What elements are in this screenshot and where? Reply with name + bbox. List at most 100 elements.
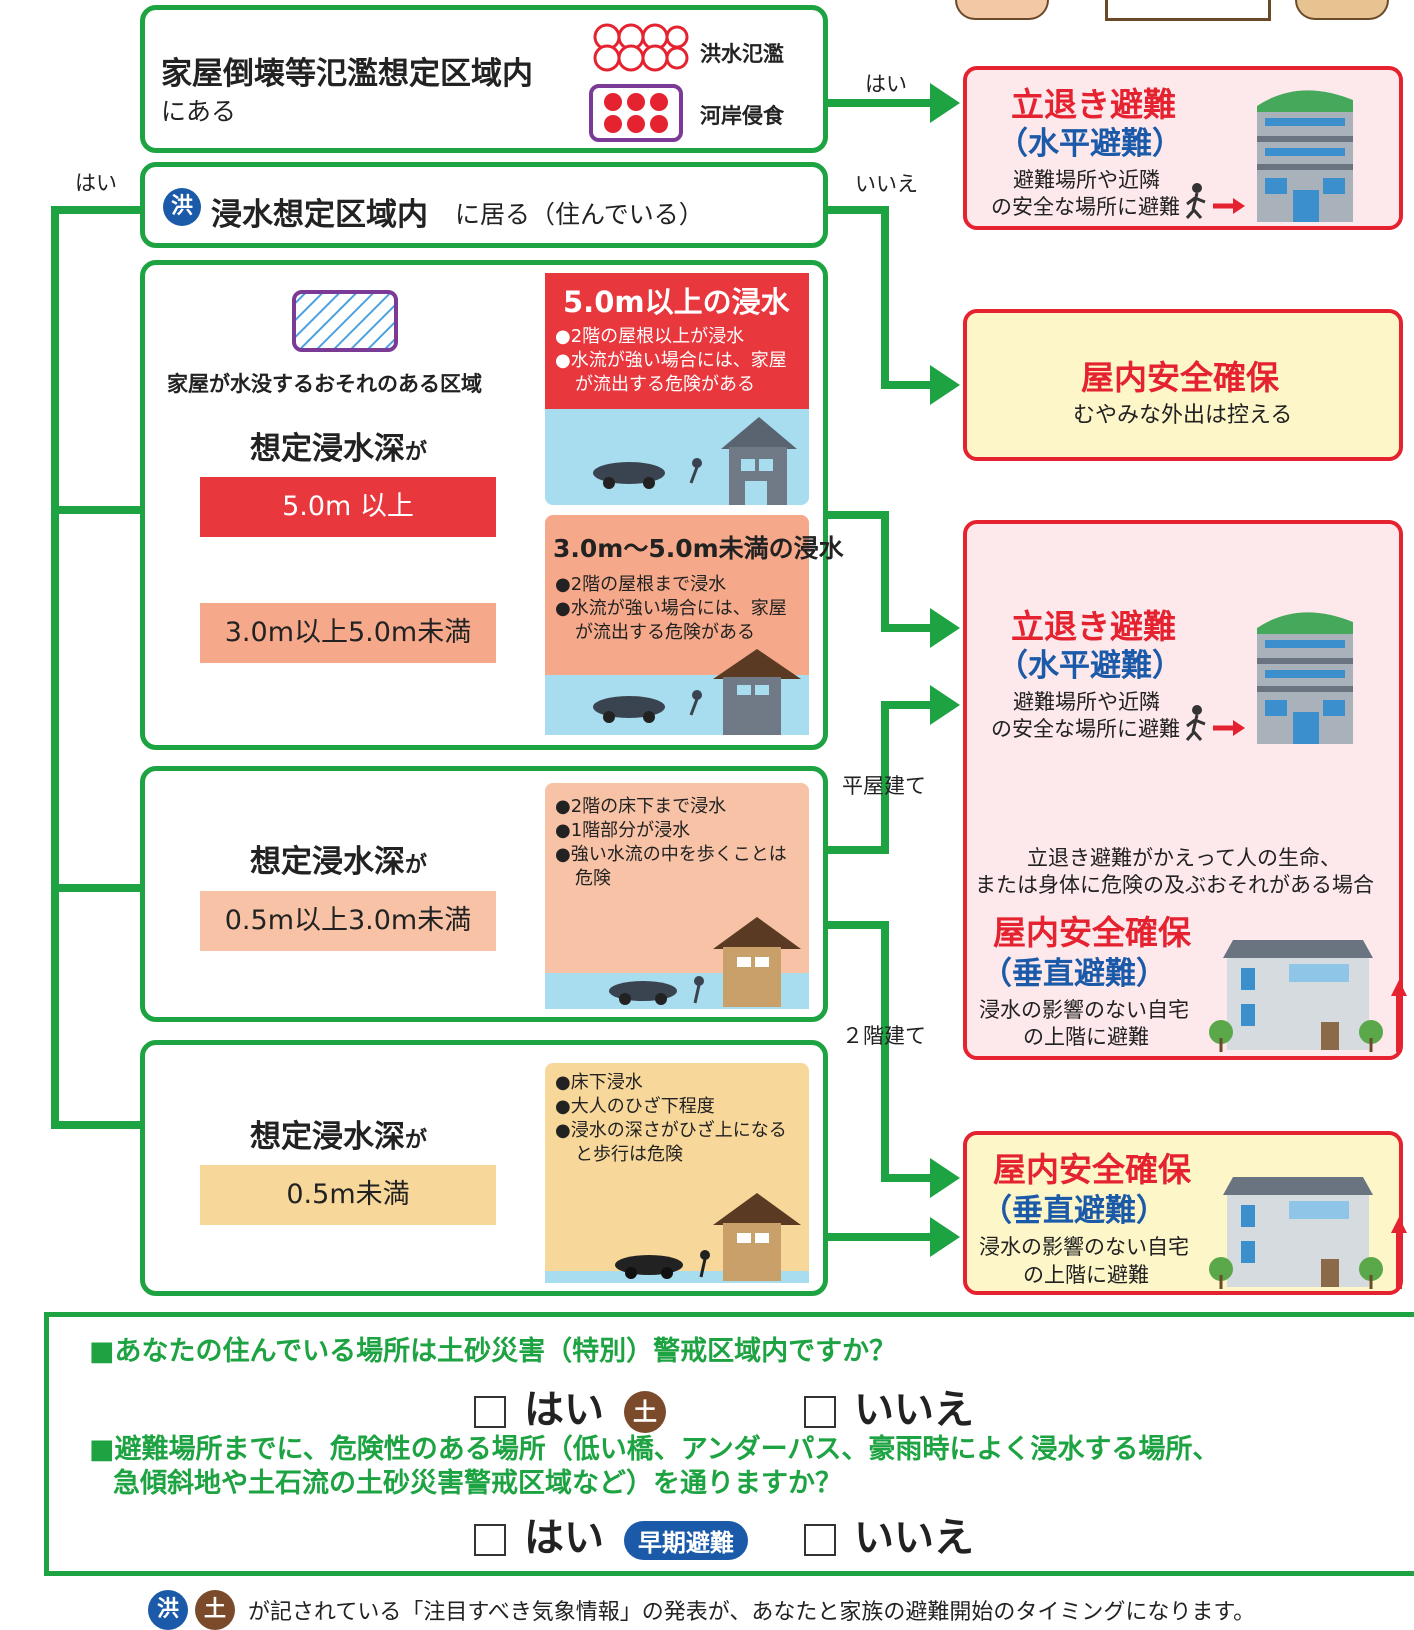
panel-3to5m-title: 3.0m～5.0m未満の浸水 [553,534,844,563]
panel-mid-bullet-3: ●強い水流の中を歩くことは [555,844,787,865]
question-2-line-2: 急傾斜地や土石流の土砂災害警戒区域など）を通りますか？ [113,1468,842,1499]
q1-yes-checkbox[interactable] [474,1396,506,1428]
panel-mid-bullet-1: ●2階の床下まで浸水 [555,796,727,817]
result-title: 立退き避難 [1011,85,1176,124]
hatched-zone-caption: 家屋が水没するおそれのある区域 [167,372,482,396]
legend-bank-erosion: 河岸侵食 [700,104,784,128]
result-subtitle-2: （垂直避難） [981,956,1167,992]
result-desc-2: の上階に避難 [1023,1263,1149,1287]
panel-low-bullet-2: ●大人のひざ下程度 [555,1096,715,1117]
panel-3to5m: 3.0m～5.0m未満の浸水 ●2階の屋根まで浸水 ●水流が強い場合には、家屋 … [545,515,844,735]
panel-low-bullet-1: ●床下浸水 [555,1072,643,1093]
deep-inundation-box: 家屋が水没するおそれのある区域 想定浸水深が 5.0m 以上 3.0m以上5.0… [140,260,844,750]
panel-3to5m-bullet-1: ●2階の屋根まで浸水 [555,574,727,595]
result-desc: むやみな外出は控える [1073,403,1293,428]
panel-low-bullet-4: と歩行は危険 [575,1144,683,1165]
panel-5m-bullet-3: が流出する危険がある [575,374,755,395]
mid-inundation-box: 想定浸水深が 0.5m以上3.0m未満 ●2階の床下まで浸水 ●1階部分が浸水 … [140,766,828,1022]
result-subtitle: （水平避難） [997,648,1183,684]
top-illustration [955,0,1389,21]
result-evacuate-horizontal-2: 立退き避難 （水平避難） 避難場所や近隣 の安全な場所に避難 立退き避難がかえっ… [963,520,1407,1060]
result-desc-2: の安全な場所に避難 [991,195,1180,219]
collapse-zone-subtitle: にある [161,97,237,126]
label-single-story: 平屋建て [842,774,926,798]
depth-bar-3to5m: 3.0m以上5.0m未満 [200,603,496,663]
panel-under-0.5m: ●床下浸水 ●大人のひざ下程度 ●浸水の深さがひざ上になる と歩行は危険 [545,1063,809,1283]
label-yes-left: はい [75,171,117,195]
panel-3to5m-bullet-3: が流出する危険がある [575,622,755,643]
legend-flood-overflow: 洪水氾濫 [700,42,784,66]
result-desc-3: 浸水の影響のない自宅 [979,998,1189,1022]
hatched-zone-icon [292,290,398,352]
result-desc-4: の上階に避難 [1023,1025,1149,1049]
result-desc-2: の安全な場所に避難 [991,717,1180,741]
result-note-1: 立退き避難がかえって人の生命、 [1027,846,1341,870]
early-evacuation-badge: 早期避難 [623,1520,748,1560]
result-title: 屋内安全確保 [1081,358,1279,397]
label-two-story: ２階建て [842,1024,926,1048]
flood-badge: 洪 [148,1590,188,1630]
panel-0.5to3m: ●2階の床下まで浸水 ●1階部分が浸水 ●強い水流の中を歩くことは 危険 [545,783,809,1009]
label-yes-top: はい [865,72,907,96]
panel-mid-bullet-4: 危険 [575,868,611,889]
depth-bar-under-0.5m: 0.5m未満 [200,1165,496,1225]
result-desc-1: 避難場所や近隣 [1013,168,1160,192]
result-subtitle: （垂直避難） [981,1193,1167,1229]
sediment-badge: 土 [195,1590,235,1630]
q2-yes-option[interactable]: はい 早期避難 [474,1505,748,1563]
q2-no-option[interactable]: いいえ [804,1505,974,1563]
result-vertical-evacuation: 屋内安全確保 （垂直避難） 浸水の影響のない自宅 の上階に避難 [963,1131,1407,1295]
sediment-badge: 土 [623,1391,666,1433]
result-desc-1: 避難場所や近隣 [1013,690,1160,714]
flood-zone-rest: に居る（住んでいる） [455,200,704,229]
flood-overflow-icon [593,23,689,72]
evacuation-building-icon [1185,612,1353,744]
depth-title: 想定浸水深が [250,431,428,467]
q2-yes-checkbox[interactable] [474,1524,506,1556]
footer-note: 洪 土 が記されている「注目すべき気象情報」の発表が、あなたと家族の避難開始のタ… [148,1590,1255,1630]
q1-no-checkbox[interactable] [804,1396,836,1428]
label-no: いいえ [855,172,918,196]
flood-zone-emph: 浸水想定区域内 [211,197,428,233]
result-shelter-in-place: 屋内安全確保 むやみな外出は控える [963,309,1403,461]
low-inundation-box: 想定浸水深が 0.5m未満 ●床下浸水 ●大人のひざ下程度 ●浸水の深さがひざ上… [140,1040,828,1296]
depth-bar-0.5to3m: 0.5m以上3.0m未満 [200,891,496,951]
panel-mid-bullet-2: ●1階部分が浸水 [555,820,691,841]
result-desc-1: 浸水の影響のない自宅 [979,1235,1189,1259]
vertical-evacuation-house-icon [1209,940,1407,1052]
flooded-house-illustration [593,417,797,505]
bank-erosion-icon [589,84,683,142]
evacuation-building-icon [1185,90,1353,222]
flooded-house-illustration [545,917,809,1009]
result-evacuate-horizontal-1: 立退き避難 （水平避難） 避難場所や近隣 の安全な場所に避難 [963,66,1403,230]
question-1: ■あなたの住んでいる場所は土砂災害（特別）警戒区域内ですか？ [89,1336,897,1367]
question-box: ■あなたの住んでいる場所は土砂災害（特別）警戒区域内ですか？ はい 土 いいえ … [44,1312,1414,1576]
q1-yes-option[interactable]: はい 土 [474,1377,666,1435]
question-2-line-1: ■避難場所までに、危険性のある場所（低い橋、アンダーパス、豪雨時によく浸水する場… [89,1434,1220,1465]
flooded-house-illustration [545,649,809,735]
flood-zone-box: 洪 浸水想定区域内 に居る（住んでいる） [140,162,828,248]
collapse-zone-title: 家屋倒壊等氾濫想定区域内 [161,56,533,92]
depth-title: 想定浸水深が [250,844,428,880]
flooded-house-illustration [545,1193,809,1283]
q1-no-option[interactable]: いいえ [804,1377,974,1435]
footer-text: が記されている「注目すべき気象情報」の発表が、あなたと家族の避難開始のタイミング… [248,1600,1256,1625]
panel-5m-bullet-2: ●水流が強い場合には、家屋 [555,350,787,371]
vertical-evacuation-house-icon [1209,1177,1407,1289]
panel-3to5m-bullet-2: ●水流が強い場合には、家屋 [555,598,787,619]
depth-bar-5m: 5.0m 以上 [200,477,496,537]
result-title: 立退き避難 [1011,607,1176,646]
collapse-zone-box: 家屋倒壊等氾濫想定区域内 にある 洪水氾濫 河岸侵食 [140,5,828,153]
q2-no-checkbox[interactable] [804,1524,836,1556]
result-title: 屋内安全確保 [993,1150,1191,1189]
result-subtitle: （水平避難） [997,126,1183,162]
depth-title: 想定浸水深が [250,1119,428,1155]
panel-5m: 5.0m以上の浸水 ●2階の屋根以上が浸水 ●水流が強い場合には、家屋 が流出す… [545,273,809,505]
panel-5m-bullet-1: ●2階の屋根以上が浸水 [555,326,745,347]
panel-low-bullet-3: ●浸水の深さがひざ上になる [555,1120,787,1141]
result-note-2: または身体に危険の及ぶおそれがある場合 [975,873,1374,897]
panel-5m-title: 5.0m以上の浸水 [563,285,790,319]
result-title-2: 屋内安全確保 [993,913,1191,952]
flood-badge: 洪 [163,188,201,226]
